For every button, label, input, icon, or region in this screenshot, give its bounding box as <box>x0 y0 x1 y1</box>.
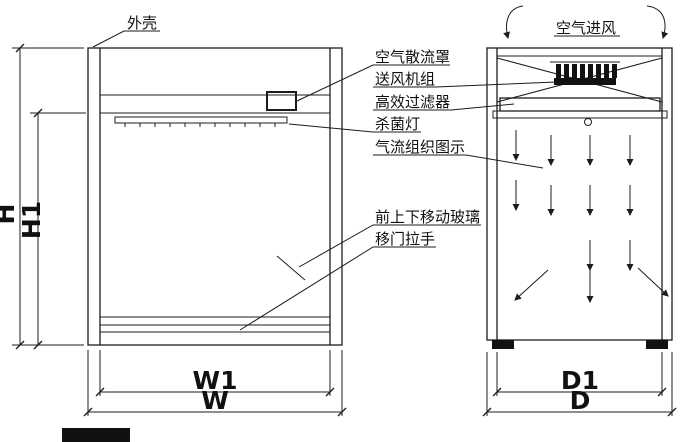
uv-lamp-leader-line <box>288 123 421 133</box>
dim-H-label: H <box>0 204 20 225</box>
side-view <box>486 5 673 349</box>
diffuser-plate <box>114 116 288 127</box>
dim-tick <box>33 108 43 118</box>
fan-unit-leader-line <box>373 81 557 88</box>
fan-unit <box>550 61 620 85</box>
dim-tick <box>657 387 667 397</box>
dim-H1-label: H1 <box>17 201 46 239</box>
diagonal-arrow-right <box>637 267 669 297</box>
outer-shell-label: 外壳 <box>127 15 157 32</box>
dim-tick <box>325 387 335 397</box>
control-box <box>266 91 297 111</box>
outer-shell-leader-line <box>92 30 160 48</box>
foot-right <box>646 340 668 349</box>
dim-tick <box>492 387 502 397</box>
dim-height: H H1 <box>0 43 86 350</box>
fan-unit-label: 送风机组 <box>375 71 435 88</box>
dim-tick <box>337 407 347 417</box>
dim-tick <box>15 340 25 350</box>
hepa-filter <box>492 97 668 119</box>
callouts: 外壳 空气散流罩 送风机组 高效过滤器 杀菌灯 气流组织图示 前上下移动玻璃 移… <box>92 15 620 331</box>
door-handle-label: 移门拉手 <box>375 231 435 248</box>
moving-glass-label: 前上下移动玻璃 <box>375 209 480 226</box>
foot-left <box>492 340 514 349</box>
dim-tick <box>95 387 105 397</box>
dim-D1-label: D1 <box>561 366 599 395</box>
glass-panel-mark <box>276 255 306 281</box>
hepa-filter-leader-line <box>373 103 515 111</box>
airflow-diagram-leader-line <box>373 154 544 169</box>
dim-depth: D1 D <box>482 352 677 417</box>
intake-arrow-right <box>646 5 669 40</box>
dim-W1-label: W1 <box>193 366 238 395</box>
side-outer-shell <box>486 47 673 341</box>
dim-width: W1 W <box>83 350 347 417</box>
dim-W-label: W <box>201 386 229 415</box>
air-diffuser-label: 空气散流罩 <box>375 49 450 66</box>
dim-tick <box>33 340 43 350</box>
dim-tick <box>15 43 25 53</box>
airflow-diagram-label: 气流组织图示 <box>375 139 465 156</box>
front-outer-shell <box>87 47 343 346</box>
dim-tick <box>482 407 492 417</box>
diagonal-arrow-left <box>514 269 549 301</box>
uv-lamp-label: 杀菌灯 <box>375 116 420 133</box>
airflow-arrows <box>512 130 669 304</box>
worktop-lines <box>100 316 330 333</box>
dim-tick <box>83 407 93 417</box>
moving-glass-leader-line <box>298 224 481 268</box>
dim-D-label: D <box>570 386 591 415</box>
watermark-bar <box>62 428 130 442</box>
air-diffuser-leader-line <box>296 64 450 102</box>
front-view <box>87 47 343 346</box>
door-handle-leader-line <box>239 246 436 331</box>
uv-lamp-circle <box>584 118 592 126</box>
dim-tick <box>667 407 677 417</box>
intake-arrow-left <box>503 5 524 40</box>
hepa-filter-label: 高效过滤器 <box>375 94 450 111</box>
air-intake-label: 空气进风 <box>556 20 616 37</box>
